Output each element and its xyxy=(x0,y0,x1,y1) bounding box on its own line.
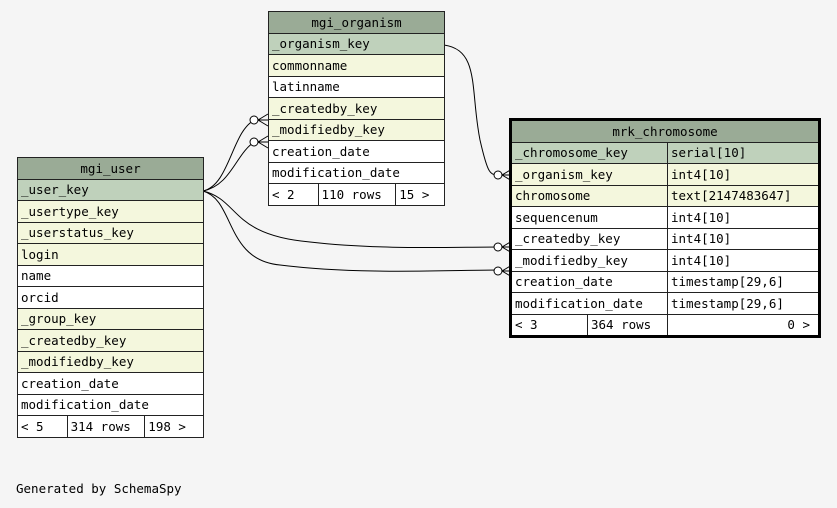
crowfoot-marker xyxy=(501,240,513,254)
column-name[interactable]: _createdby_key xyxy=(511,227,668,250)
edge-user-to-organism-modifiedby xyxy=(202,140,257,192)
parents-count[interactable]: < 3 xyxy=(511,313,588,336)
column-row[interactable]: _modifiedby_key xyxy=(268,118,445,141)
table-title[interactable]: mrk_chromosome xyxy=(511,120,819,143)
column-type: timestamp[29,6] xyxy=(667,270,819,293)
optional-marker xyxy=(249,137,259,147)
children-count[interactable]: 15 > xyxy=(395,183,445,206)
column-row[interactable]: _createdby_key xyxy=(17,329,204,352)
column-name[interactable]: sequencenum xyxy=(511,206,668,229)
crowfoot-marker xyxy=(257,135,269,149)
column-type: int4[10] xyxy=(667,249,819,272)
column-row[interactable]: login xyxy=(17,243,204,266)
column-row[interactable]: commonname xyxy=(268,54,445,77)
column-type: int4[10] xyxy=(667,227,819,250)
column-type: timestamp[29,6] xyxy=(667,292,819,315)
edge-user-to-chromosome-createdby xyxy=(202,190,501,249)
crowfoot-marker xyxy=(257,113,269,127)
parents-count[interactable]: < 2 xyxy=(268,183,319,206)
table-title[interactable]: mgi_organism xyxy=(268,11,445,34)
column-name[interactable]: _modifiedby_key xyxy=(511,249,668,272)
optional-marker xyxy=(249,115,259,125)
column-type: int4[10] xyxy=(667,206,819,229)
row-count: 364 rows xyxy=(587,313,668,336)
column-row[interactable]: _userstatus_key xyxy=(17,221,204,244)
column-row[interactable]: _usertype_key xyxy=(17,200,204,223)
crowfoot-marker xyxy=(501,264,513,278)
edge-user-to-organism-createdby xyxy=(202,119,256,192)
column-type: int4[10] xyxy=(667,163,819,186)
column-row[interactable]: creation_date xyxy=(17,372,204,395)
edge-organism-to-chromosome xyxy=(443,44,501,176)
column-row[interactable]: modification_date xyxy=(268,161,445,184)
column-row[interactable]: latinname xyxy=(268,75,445,98)
table-mgi-user[interactable]: mgi_user _user_key _usertype_key _userst… xyxy=(17,157,204,438)
column-row[interactable]: orcid xyxy=(17,286,204,309)
children-count[interactable]: 198 > xyxy=(144,415,204,438)
column-row[interactable]: _createdby_key xyxy=(268,97,445,120)
crowfoot-marker xyxy=(501,168,513,182)
column-type: serial[10] xyxy=(667,141,819,164)
edge-user-to-chromosome-modifiedby xyxy=(202,190,501,272)
column-name[interactable]: _chromosome_key xyxy=(511,141,668,164)
table-mgi-organism[interactable]: mgi_organism _organism_key commonname la… xyxy=(268,11,445,206)
optional-marker xyxy=(493,266,503,276)
row-count: 314 rows xyxy=(66,415,146,438)
column-name[interactable]: modification_date xyxy=(511,292,668,315)
parents-count[interactable]: < 5 xyxy=(17,415,68,438)
column-row[interactable]: name xyxy=(17,264,204,287)
table-title[interactable]: mgi_user xyxy=(17,157,204,180)
column-row[interactable]: _organism_key xyxy=(268,32,445,55)
optional-marker xyxy=(493,242,503,252)
generated-by-label: Generated by SchemaSpy xyxy=(16,481,182,496)
column-name[interactable]: _organism_key xyxy=(511,163,668,186)
column-row[interactable]: modification_date xyxy=(17,393,204,416)
column-name[interactable]: chromosome xyxy=(511,184,668,207)
column-name[interactable]: creation_date xyxy=(511,270,668,293)
column-row[interactable]: creation_date xyxy=(268,140,445,163)
row-count: 110 rows xyxy=(317,183,397,206)
column-type: text[2147483647] xyxy=(667,184,819,207)
children-count[interactable]: 0 > xyxy=(667,313,819,336)
optional-marker xyxy=(493,170,503,180)
column-row[interactable]: _user_key xyxy=(17,178,204,201)
column-row[interactable]: _group_key xyxy=(17,307,204,330)
column-row[interactable]: _modifiedby_key xyxy=(17,350,204,373)
